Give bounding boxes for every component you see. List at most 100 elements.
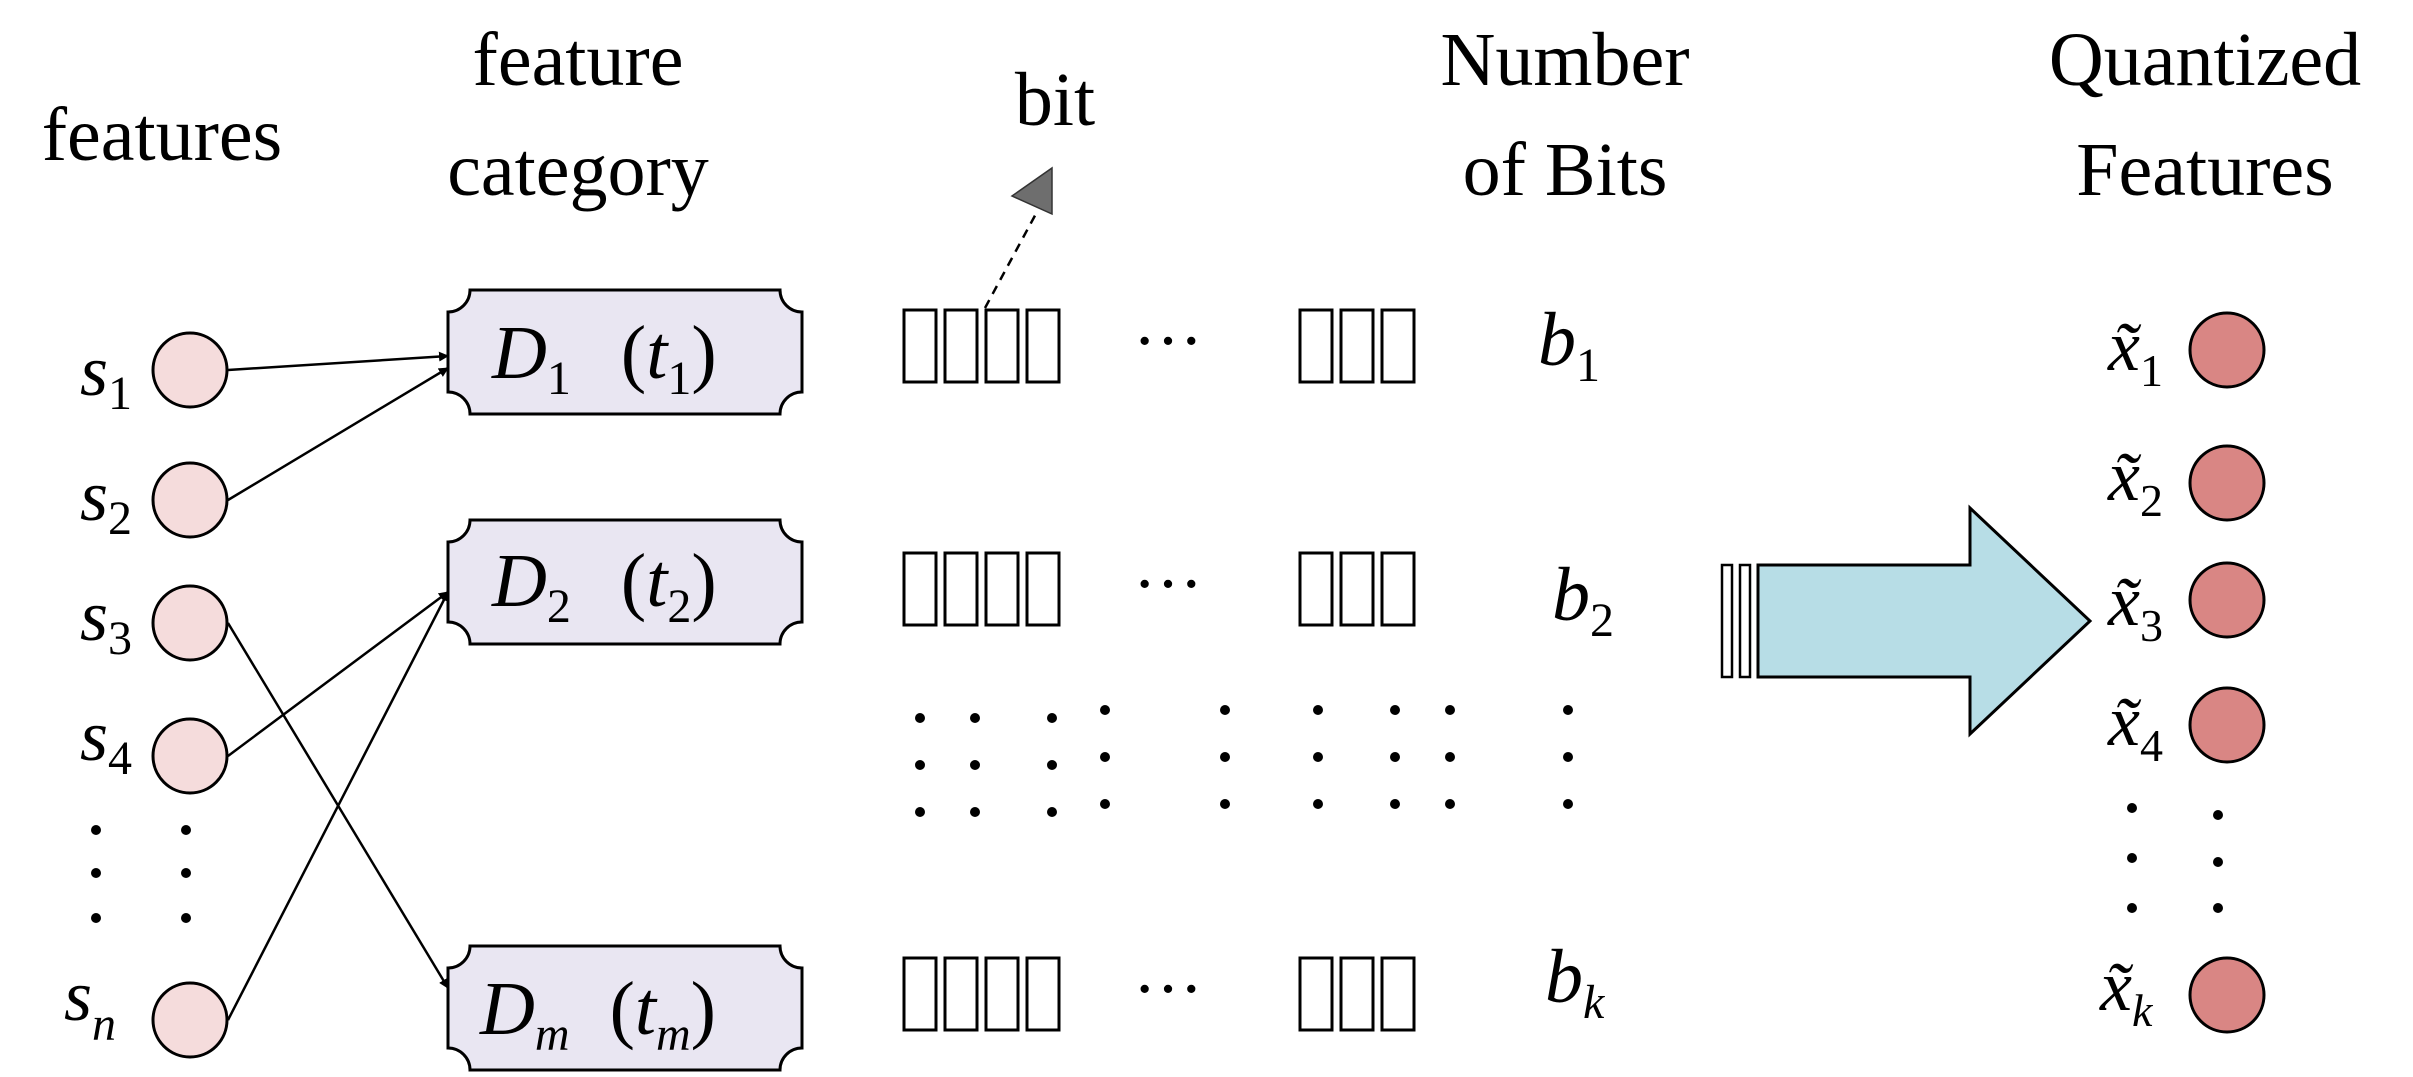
bit-row-2: ···	[902, 546, 1416, 627]
ellipsis-dot	[970, 760, 980, 770]
header-feature-category-line2: category	[447, 128, 709, 212]
bit-box	[943, 308, 979, 384]
ellipsis-dot	[181, 868, 191, 878]
ellipsis-dot	[91, 868, 101, 878]
ellipsis-dot	[91, 825, 101, 835]
ellipsis-dot	[91, 913, 101, 923]
category-box-shape	[446, 944, 804, 1072]
feature-node	[151, 717, 229, 795]
bit-box	[984, 308, 1020, 384]
bit-count-labels: b1 b2 bk	[1538, 298, 1614, 1029]
category-box-dm: Dm(tm)	[446, 944, 804, 1072]
connector-s1-d1	[227, 351, 449, 372]
ellipsis-dot	[1445, 705, 1455, 715]
quantized-labels: x̃1 x̃2 x̃3 x̃4 x̃k	[2099, 306, 2163, 1036]
feature-labels: s1 s2 s3 s4 sn	[64, 331, 132, 1051]
category-label-dm: Dm(tm)	[479, 967, 716, 1061]
ellipsis-dot	[1047, 807, 1057, 817]
ellipsis-dot	[2213, 903, 2223, 913]
bit-box	[984, 956, 1020, 1032]
feature-label-s3: s3	[80, 576, 132, 665]
ellipsis-dot	[1220, 799, 1230, 809]
bit-box	[1025, 308, 1061, 384]
bit-box	[1380, 308, 1416, 384]
ellipsis-dot	[1100, 752, 1110, 762]
ellipsis-dot	[1047, 760, 1057, 770]
bit-row-ellipsis: ···	[1133, 303, 1203, 380]
connector-s2-d1	[227, 366, 449, 502]
ellipsis-dot	[1047, 713, 1057, 723]
bit-box	[902, 551, 938, 627]
quantized-node	[2188, 561, 2266, 639]
ellipsis-dot	[1563, 752, 1573, 762]
feature-label-sn: sn	[64, 956, 116, 1051]
feature-node	[151, 981, 229, 1059]
ellipsis-dot	[181, 825, 191, 835]
category-label-d1: D1(t1)	[491, 311, 717, 405]
header-quantized-line1: Quantized	[2049, 18, 2361, 102]
bit-box	[902, 956, 938, 1032]
feature-node	[151, 584, 229, 662]
bit-box	[1025, 551, 1061, 627]
arrow-tail-bar	[1720, 563, 1734, 679]
ellipsis-dot	[915, 807, 925, 817]
bit-box	[1339, 551, 1375, 627]
header-bit: bit	[1015, 58, 1095, 142]
ellipsis-dot	[970, 807, 980, 817]
bit-rows: ··· ··· ···	[902, 303, 1416, 1032]
bit-row-ellipsis: ···	[1133, 546, 1203, 623]
bit-count-bk: bk	[1545, 935, 1606, 1029]
bit-box	[1339, 308, 1375, 384]
ellipsis-dot	[1390, 752, 1400, 762]
feature-ellipsis	[91, 825, 191, 923]
ellipsis-dot	[2127, 853, 2137, 863]
quantized-label-x2: x̃2	[2107, 436, 2163, 526]
category-box-d1: D1(t1)	[446, 288, 804, 416]
bit-row-1: ···	[902, 303, 1416, 384]
category-box-shape	[446, 288, 804, 416]
bit-box	[943, 551, 979, 627]
header-number-of-bits-line2: of Bits	[1463, 128, 1668, 212]
ellipsis-dot	[1100, 799, 1110, 809]
feature-nodes	[151, 331, 229, 1059]
bit-indicator-arrowhead	[1010, 166, 1053, 216]
quantized-node	[2188, 956, 2266, 1034]
ellipsis-dot	[1220, 752, 1230, 762]
feature-label-s1: s1	[80, 331, 132, 420]
ellipsis-dot	[1390, 799, 1400, 809]
feature-node	[151, 331, 229, 409]
bit-indicator	[983, 166, 1053, 309]
quantized-label-x1: x̃1	[2107, 306, 2163, 396]
feature-label-s2: s2	[80, 456, 132, 545]
quantized-nodes	[2188, 311, 2266, 1034]
ellipsis-dot	[2127, 803, 2137, 813]
bit-box	[1025, 956, 1061, 1032]
quantized-node	[2188, 311, 2266, 389]
bit-row-ellipsis: ···	[1133, 951, 1203, 1028]
bit-box	[902, 308, 938, 384]
ellipsis-dot	[1313, 799, 1323, 809]
quantized-label-x3: x̃3	[2107, 561, 2163, 651]
ellipsis-dot	[1220, 705, 1230, 715]
bit-box	[1298, 956, 1334, 1032]
quantized-node	[2188, 444, 2266, 522]
header-quantized-line2: Features	[2076, 128, 2333, 212]
connector-s3-dm	[226, 622, 450, 989]
bit-indicator-line	[983, 209, 1040, 309]
ellipsis-dot	[1390, 705, 1400, 715]
ellipsis-dot	[970, 713, 980, 723]
quantized-node	[2188, 686, 2266, 764]
ellipsis-dot	[1563, 705, 1573, 715]
quantization-arrow	[1720, 504, 2093, 738]
ellipsis-dot	[1445, 799, 1455, 809]
ellipsis-dot	[915, 760, 925, 770]
bit-row-k: ···	[902, 951, 1416, 1032]
ellipsis-dot	[2213, 810, 2223, 820]
connector-s4-d2	[227, 590, 449, 758]
feature-label-s4: s4	[80, 696, 132, 785]
bit-box	[984, 551, 1020, 627]
bit-box	[1298, 308, 1334, 384]
bit-count-b2: b2	[1552, 553, 1614, 647]
bit-box	[1380, 956, 1416, 1032]
